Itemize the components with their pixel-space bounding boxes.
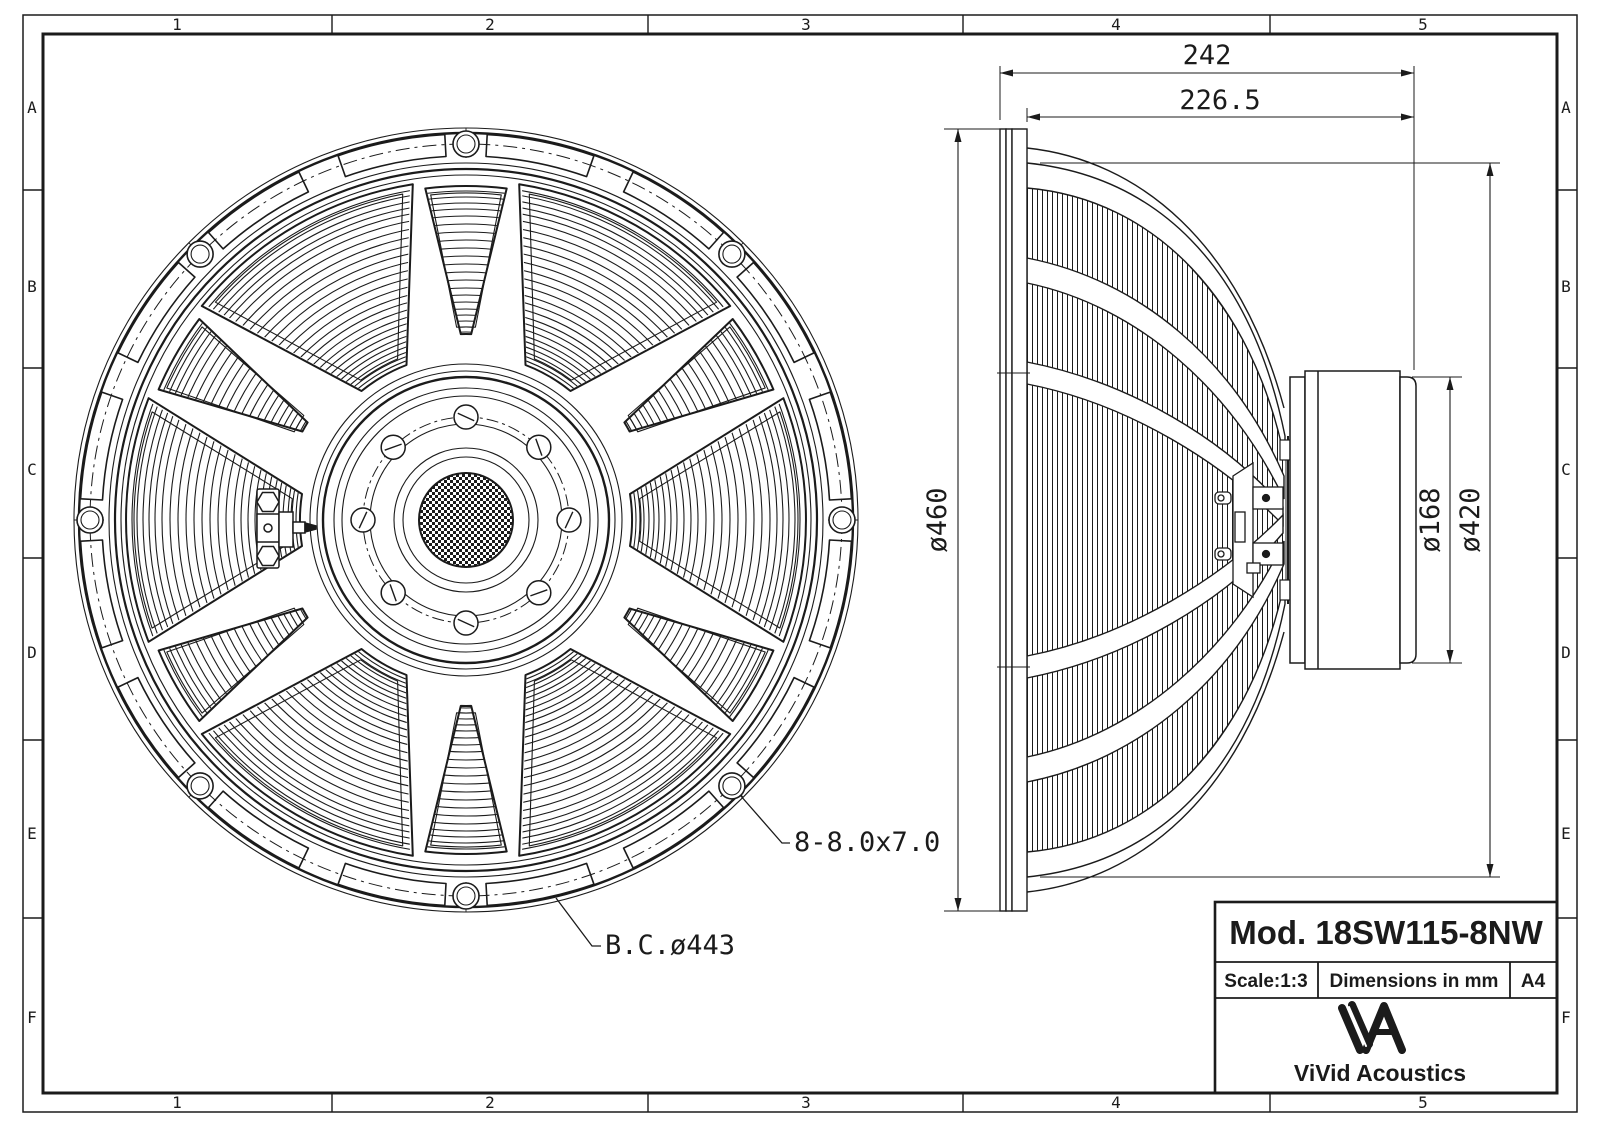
basket-openings: [125, 183, 807, 857]
magnet-assembly: [1289, 370, 1417, 670]
grid-col-label: 4: [1111, 1093, 1121, 1112]
front-view-callouts: 8-8.0x7.0 B.C.ø443: [555, 794, 940, 961]
speaker-front-view: [73, 127, 859, 913]
grid-col-label: 1: [172, 1093, 182, 1112]
grid-col-label: 5: [1418, 1093, 1428, 1112]
drawing-units: Dimensions in mm: [1330, 971, 1499, 992]
dimension-arrowhead: [1027, 113, 1040, 121]
grid-row-label: A: [27, 98, 37, 117]
grid-col-label: 2: [485, 1093, 495, 1112]
dimension-arrowhead: [954, 129, 962, 142]
mounting-flange: [997, 128, 1030, 912]
dimension-lines: [957, 72, 1491, 911]
grid-row-label: C: [27, 460, 37, 479]
rim-mounting-holes: [74, 128, 858, 912]
bolt-circle-label: B.C.ø443: [605, 930, 735, 961]
dim-overall-diameter: ø460: [922, 487, 953, 552]
dim-basket-diameter: ø420: [1455, 487, 1486, 552]
grid-row-label: D: [1561, 643, 1571, 662]
grid-col-label: 5: [1418, 15, 1428, 34]
dimension-arrowhead: [1446, 377, 1454, 390]
grid-row-label: F: [27, 1008, 37, 1027]
dimension-arrowhead: [1401, 113, 1414, 121]
hex-screw-icon: [256, 545, 280, 567]
grid-col-label: 1: [172, 15, 182, 34]
dim-total-depth: 242: [1183, 40, 1232, 71]
mounting-slot-label: 8-8.0x7.0: [794, 827, 940, 858]
title-block: Mod. 18SW115-8NW Scale:1:3 Dimensions in…: [1213, 900, 1559, 1095]
dimension-arrowhead: [1486, 163, 1494, 176]
grid-row-label: C: [1561, 460, 1571, 479]
grid-row-label: E: [1561, 824, 1571, 843]
company-name: ViVid Acoustics: [1294, 1060, 1466, 1086]
model-number: Mod. 18SW115-8NW: [1229, 914, 1543, 951]
paper-size: A4: [1521, 971, 1546, 992]
dim-mounting-depth: 226.5: [1179, 85, 1260, 116]
hub: [309, 363, 623, 677]
dimension-arrowhead: [1486, 864, 1494, 877]
terminal-block: [256, 488, 317, 569]
dimension-arrowhead: [1446, 650, 1454, 663]
grid-row-label: B: [27, 277, 37, 296]
grid-col-label: 2: [485, 15, 495, 34]
dust-vent-mesh: [418, 472, 514, 568]
grid-row-label: E: [27, 824, 37, 843]
grid-col-label: 3: [801, 1093, 811, 1112]
speaker-side-view: 242 226.5 ø460 ø168 ø420: [922, 40, 1500, 912]
grid-col-label: 3: [801, 15, 811, 34]
dimension-arrows: [954, 69, 1494, 911]
grid-row-label: B: [1561, 277, 1571, 296]
sheet-border: [22, 14, 1578, 1113]
dimension-arrowhead: [1401, 69, 1414, 77]
company-logo-icon: [1338, 1001, 1406, 1054]
dimension-arrowhead: [954, 898, 962, 911]
grid-row-label: D: [27, 643, 37, 662]
grid-row-label: F: [1561, 1008, 1571, 1027]
grid-col-label: 4: [1111, 15, 1121, 34]
dim-magnet-diameter: ø168: [1415, 487, 1446, 552]
hex-screw-icon: [256, 491, 280, 513]
grid-labels: 1 2 3 4 5 1 2 3 4 5 A B C D E F A B C D …: [27, 15, 1571, 1112]
dimension-arrowhead: [1000, 69, 1013, 77]
grid-row-label: A: [1561, 98, 1571, 117]
side-terminal: [1214, 461, 1284, 599]
drawing-scale: Scale:1:3: [1224, 971, 1307, 992]
